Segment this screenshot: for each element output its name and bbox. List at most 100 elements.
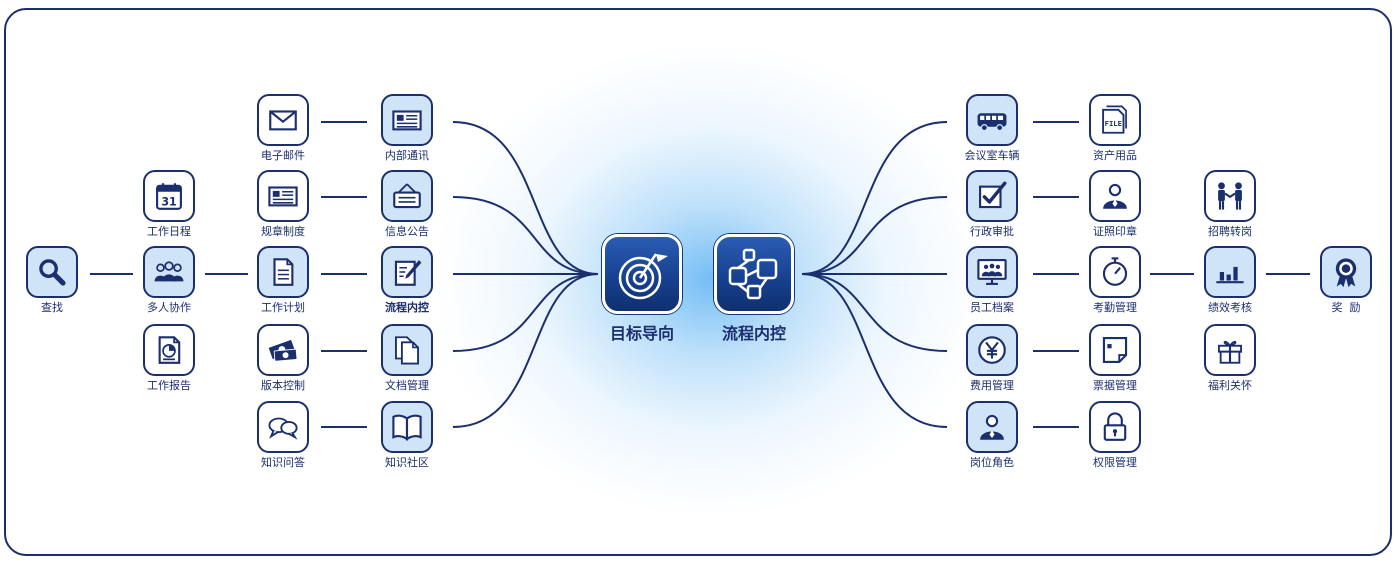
node-recruit[interactable]: 招聘转岗 (1170, 170, 1290, 238)
node-expense[interactable]: 费用管理 (932, 324, 1052, 392)
node-community[interactable]: 知识社区 (347, 401, 467, 469)
receipt-tile[interactable] (1089, 324, 1141, 376)
document-icon (273, 258, 294, 286)
hub-process[interactable]: 流程内控 (694, 234, 814, 344)
node-welfare[interactable]: 福利关怀 (1170, 324, 1290, 392)
seal-tile[interactable] (1089, 170, 1141, 222)
bus-tile[interactable] (966, 94, 1018, 146)
newsletter-tile[interactable] (381, 94, 433, 146)
archive-label: 员工档案 (970, 301, 1014, 314)
role-tile[interactable] (966, 401, 1018, 453)
hub-goal[interactable]: 目标导向 (582, 234, 702, 344)
open-book-icon (392, 414, 422, 441)
archive-tile[interactable] (966, 246, 1018, 298)
attendance-label: 考勤管理 (1093, 301, 1137, 314)
version-label: 版本控制 (261, 379, 305, 392)
seal-label: 证照印章 (1093, 225, 1137, 238)
email-label: 电子邮件 (261, 149, 305, 162)
node-version[interactable]: 版本控制 (223, 324, 343, 392)
goal-hub-tile[interactable] (602, 234, 682, 314)
node-email[interactable]: 电子邮件 (223, 94, 343, 162)
node-rules[interactable]: 规章制度 (223, 170, 343, 238)
handshake-icon (1218, 182, 1242, 210)
approval-tile[interactable] (966, 170, 1018, 222)
welfare-label: 福利关怀 (1208, 379, 1252, 392)
node-schedule[interactable]: 31 工作日程 (109, 170, 229, 238)
expense-tile[interactable] (966, 324, 1018, 376)
node-search[interactable]: 查找 (0, 246, 112, 314)
community-tile[interactable] (381, 401, 433, 453)
collab-tile[interactable] (143, 246, 195, 298)
goal-hub-label: 目标导向 (609, 324, 674, 343)
node-qa[interactable]: 知识问答 (223, 401, 343, 469)
permission-tile[interactable] (1089, 401, 1141, 453)
node-collab[interactable]: 多人协作 (109, 246, 229, 314)
recruit-tile[interactable] (1204, 170, 1256, 222)
welfare-tile[interactable] (1204, 324, 1256, 376)
calendar-icon: 31 (156, 183, 182, 210)
process-tile[interactable] (381, 246, 433, 298)
people-group-icon (154, 261, 184, 282)
rules-label: 规章制度 (261, 225, 305, 238)
reward-label: 奖 励 (1331, 301, 1361, 314)
process-hub-tile[interactable] (714, 234, 794, 314)
permission-label: 权限管理 (1093, 456, 1137, 469)
assets-label: 资产用品 (1093, 149, 1137, 162)
node-docs[interactable]: 文档管理 (347, 324, 467, 392)
node-approval[interactable]: 行政审批 (932, 170, 1052, 238)
monitor-people-icon (977, 259, 1007, 285)
plan-label: 工作计划 (261, 301, 305, 314)
node-report[interactable]: 工作报告 (109, 324, 229, 392)
node-notice[interactable]: 信息公告 (347, 170, 467, 238)
search-tile[interactable] (26, 246, 78, 298)
chat-bubbles-icon (268, 417, 298, 440)
file-tag: FILE (1105, 119, 1122, 128)
notice-tile[interactable] (381, 170, 433, 222)
node-role[interactable]: 岗位角色 (932, 401, 1052, 469)
version-tile[interactable] (257, 324, 309, 376)
flowchart-icon (728, 248, 778, 300)
node-receipt[interactable]: 票据管理 (1055, 324, 1175, 392)
node-seal[interactable]: 证照印章 (1055, 170, 1175, 238)
node-archive[interactable]: 员工档案 (932, 246, 1052, 314)
rules-tile[interactable] (257, 170, 309, 222)
curve-newsletter-hub (452, 121, 599, 275)
docs-label: 文档管理 (385, 379, 429, 392)
stopwatch-icon (1102, 257, 1128, 286)
reward-tile[interactable] (1320, 246, 1372, 298)
node-assets[interactable]: FILE 资产用品 (1055, 94, 1175, 162)
award-ribbon-icon (1335, 258, 1357, 288)
kpi-tile[interactable] (1204, 246, 1256, 298)
docs-tile[interactable] (381, 324, 433, 376)
bus-icon (977, 113, 1007, 132)
copy-docs-icon (395, 336, 419, 365)
report-doc-icon (158, 336, 181, 364)
curve-hub-role (801, 273, 948, 428)
curve-docs-hub (452, 273, 599, 352)
node-process[interactable]: 流程内控 (347, 246, 467, 314)
person-icon (1103, 183, 1127, 209)
calendar-date: 31 (161, 195, 176, 208)
node-bus[interactable]: 会议室车辆 (932, 94, 1052, 162)
node-kpi[interactable]: 绩效考核 (1170, 246, 1290, 314)
node-permission[interactable]: 权限管理 (1055, 401, 1175, 469)
attendance-tile[interactable] (1089, 246, 1141, 298)
node-attendance[interactable]: 考勤管理 (1055, 246, 1175, 314)
schedule-tile[interactable]: 31 (143, 170, 195, 222)
node-plan[interactable]: 工作计划 (223, 246, 343, 314)
envelope-icon (269, 110, 297, 131)
node-reward[interactable]: 奖 励 (1286, 246, 1400, 314)
newspaper-icon (268, 186, 298, 207)
node-newsletter[interactable]: 内部通讯 (347, 94, 467, 162)
curve-hub-approval (801, 196, 948, 275)
assets-tile[interactable]: FILE (1089, 94, 1141, 146)
notice-label: 信息公告 (385, 225, 429, 238)
email-tile[interactable] (257, 94, 309, 146)
newsletter-icon (392, 110, 422, 131)
yen-coin-icon (978, 336, 1006, 364)
qa-tile[interactable] (257, 401, 309, 453)
report-tile[interactable] (143, 324, 195, 376)
expense-label: 费用管理 (970, 379, 1014, 392)
plan-tile[interactable] (257, 246, 309, 298)
